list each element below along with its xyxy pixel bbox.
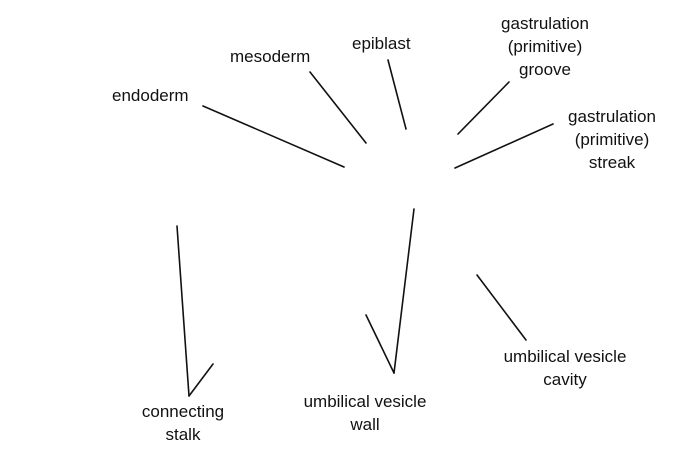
label-mesoderm: mesoderm: [230, 47, 311, 66]
label-groove-line-3: groove: [519, 60, 571, 79]
label-umbilical-vesicle-cavity: umbilical vesicle cavity: [504, 345, 627, 391]
label-cavity-line-2: cavity: [543, 370, 587, 389]
label-groove-line-2: (primitive): [507, 37, 583, 56]
leader-umbilical-vesicle-cavity: [476, 274, 527, 341]
label-streak-line-1: gastrulation: [568, 107, 656, 126]
label-groove-line-1: gastrulation: [501, 14, 589, 33]
label-streak-line-2: (primitive): [574, 130, 650, 149]
label-epiblast: epiblast: [352, 34, 411, 53]
label-umbilical-vesicle-wall: umbilical vesicle wall: [304, 390, 427, 436]
label-endoderm: endoderm: [112, 86, 189, 105]
label-cavity-line-1: umbilical vesicle: [503, 347, 627, 366]
leader-streak: [454, 123, 554, 169]
leader-connecting-stalk-1: [176, 225, 190, 397]
label-gastrulation-groove: gastrulation (primitive) groove: [501, 12, 589, 81]
label-streak-line-3: streak: [588, 153, 636, 172]
leader-umbilical-vesicle-wall-2: [365, 314, 395, 374]
label-connecting-stalk: connecting stalk: [142, 400, 224, 446]
leader-connecting-stalk-2: [188, 363, 214, 397]
label-connecting-stalk-line-2: stalk: [165, 425, 201, 444]
leader-groove: [457, 81, 510, 135]
label-wall-line-2: wall: [350, 415, 380, 434]
label-gastrulation-streak: gastrulation (primitive) streak: [568, 105, 656, 174]
leader-mesoderm: [309, 71, 367, 144]
label-wall-line-1: umbilical vesicle: [303, 392, 427, 411]
label-connecting-stalk-line-1: connecting: [141, 402, 225, 421]
leader-endoderm: [202, 105, 345, 168]
leader-epiblast: [387, 59, 407, 130]
leader-umbilical-vesicle-wall-1: [393, 208, 415, 374]
